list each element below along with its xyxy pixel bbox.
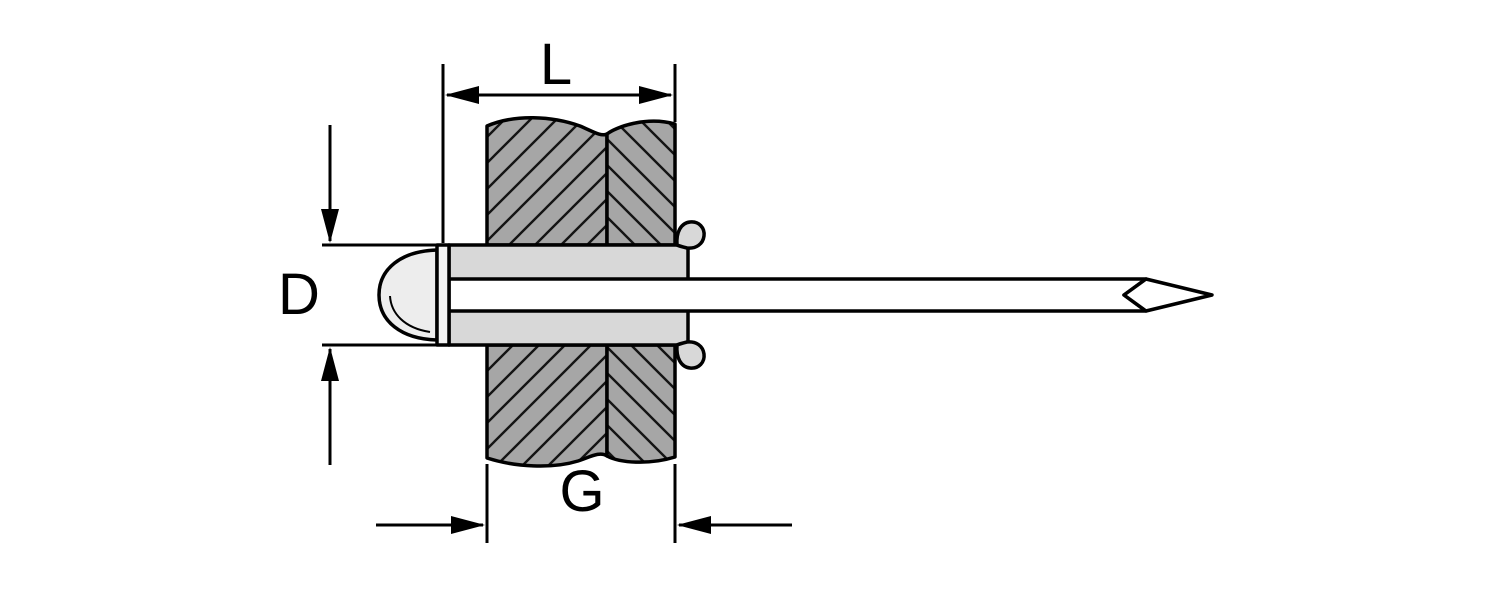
diameter-arrow-up-icon <box>321 347 339 381</box>
mandrel-tip <box>1122 277 1214 313</box>
grip-arrow-left-icon <box>677 516 711 534</box>
length-label: L <box>540 32 572 97</box>
mandrel-shaft <box>447 277 1148 313</box>
rivet-head <box>377 248 439 342</box>
rivet-head-contour <box>389 295 431 333</box>
plates-group <box>485 116 677 468</box>
plate-top-right <box>605 119 677 247</box>
plate-bottom-right <box>605 343 677 464</box>
plate-top-left <box>485 116 609 247</box>
diameter-label: D <box>278 262 320 327</box>
plate-bottom-left <box>485 343 609 468</box>
dimension-length: L <box>441 32 677 243</box>
bulged-tail-top-icon <box>675 220 706 250</box>
rivet-flange <box>435 243 451 347</box>
rivet-group <box>377 220 1214 370</box>
dimension-grip: G <box>376 459 792 543</box>
dimension-diameter: D <box>278 125 441 465</box>
diameter-arrow-down-icon <box>321 209 339 243</box>
length-arrow-right-icon <box>639 86 673 104</box>
length-arrow-left-icon <box>445 86 479 104</box>
bulged-tail-bottom-icon <box>675 340 706 370</box>
grip-label: G <box>559 459 604 524</box>
grip-arrow-right-icon <box>451 516 485 534</box>
